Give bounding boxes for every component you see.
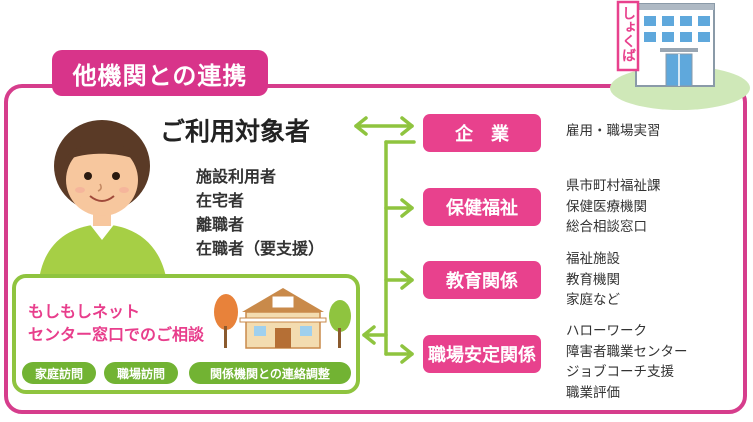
- agency-detail-item: 県市町村福祉課: [566, 178, 661, 194]
- home-visit-badge: 家庭訪問: [22, 362, 96, 384]
- building-sign: しょくば: [620, 6, 636, 62]
- workplace-visit-badge: 職場訪問: [104, 362, 178, 384]
- liaison-badge: 関係機関との連絡調整: [189, 362, 351, 384]
- agency-detail-item: 教育機関: [566, 271, 620, 288]
- agency-detail-item: 保健医療機関: [566, 198, 647, 215]
- agency-detail-item: 障害者職業センター: [566, 343, 688, 360]
- user-type-item: 在職者（要支援）: [196, 239, 325, 258]
- agency-details-education: 福祉施設 教育機関 家庭など: [566, 249, 620, 311]
- agency-pill-companies: 企 業: [423, 114, 541, 152]
- person-illustration: [38, 120, 168, 290]
- agency-pill-employment-security: 職場安定関係: [423, 335, 541, 373]
- agency-detail-item: 総合相談窓口: [566, 219, 647, 235]
- agency-details-companies: 雇用・職場実習: [566, 121, 661, 142]
- agency-detail-item: 職業評価: [566, 384, 620, 401]
- agency-pill-education: 教育関係: [423, 261, 541, 299]
- section-title: 他機関との連携: [52, 50, 268, 96]
- consultation-title-line1: もしもしネット: [28, 302, 141, 321]
- house-illustration: [214, 288, 351, 349]
- agency-detail-item: ハローワーク: [566, 323, 647, 339]
- agency-detail-item: 福祉施設: [566, 251, 620, 267]
- users-title: ご利用対象者: [160, 117, 311, 146]
- user-type-item: 離職者: [196, 215, 245, 234]
- agency-detail-item: ジョブコーチ支援: [566, 364, 674, 380]
- agency-detail-item: 家庭など: [566, 292, 620, 308]
- agency-details-employment-security: ハローワーク 障害者職業センター ジョブコーチ支援 職業評価: [566, 321, 688, 403]
- agency-details-health-welfare: 県市町村福祉課 保健医療機関 総合相談窓口: [566, 176, 661, 238]
- agency-detail-item: 雇用・職場実習: [566, 123, 661, 139]
- agency-pill-health-welfare: 保健福祉: [423, 188, 541, 226]
- consultation-title-line2: センター窓口でのご相談: [28, 325, 205, 344]
- workplace-building-illustration: [610, 0, 750, 110]
- user-type-item: 在宅者: [196, 191, 245, 210]
- user-type-item: 施設利用者: [196, 167, 277, 186]
